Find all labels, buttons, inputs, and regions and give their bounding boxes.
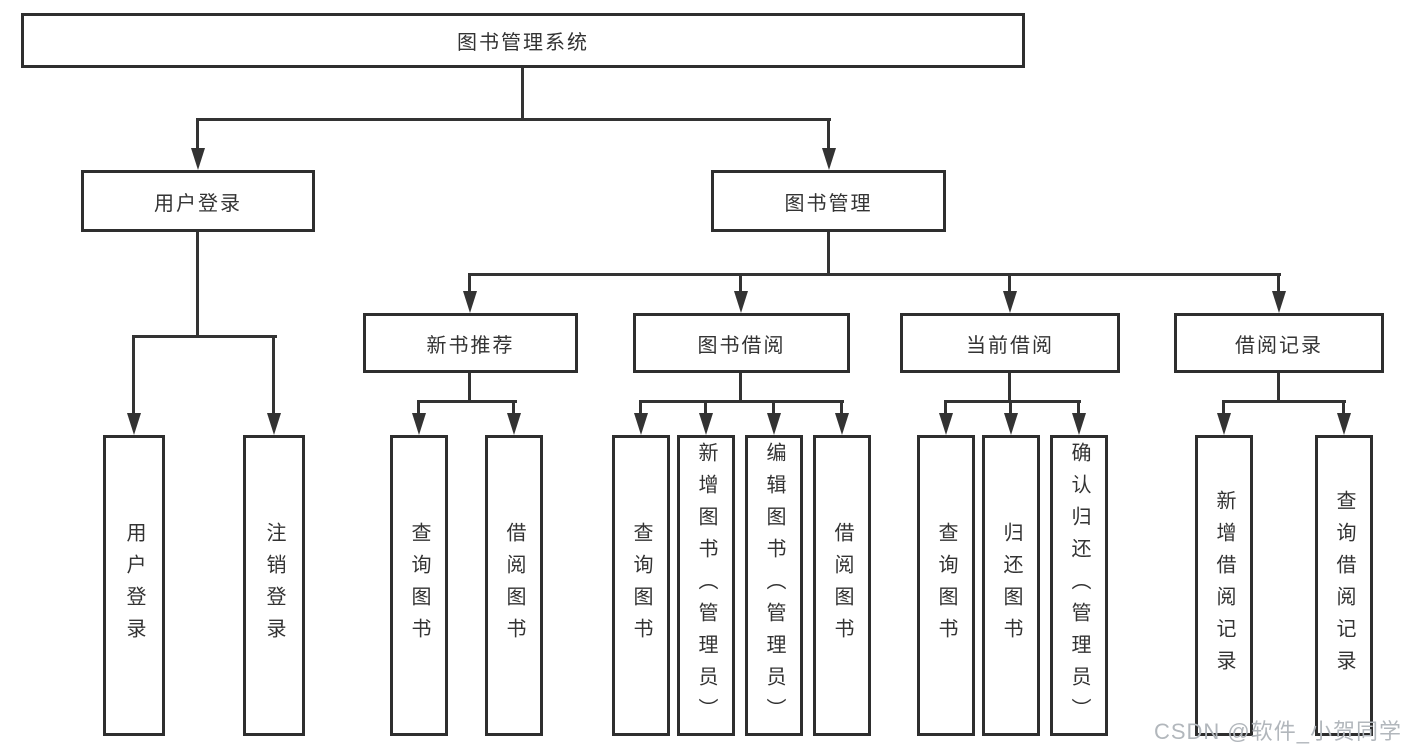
connector-bookmgmt-vline	[827, 229, 830, 276]
leaf-records-query-record: 查询借阅记录	[1315, 435, 1373, 736]
arrowhead-down-icon	[191, 148, 205, 170]
leaf-records-add-record: 新增借阅记录	[1195, 435, 1253, 736]
connector-current-leaf2-stem	[1009, 400, 1012, 416]
leaf-recommend-borrow-books: 借阅图书	[485, 435, 543, 736]
connector-current-hline	[944, 400, 1081, 403]
connector-records-vline	[1277, 370, 1280, 403]
leaf-user-login: 用户登录	[103, 435, 165, 736]
connector-records-stem	[1277, 273, 1280, 293]
connector-borrow-hline	[639, 400, 844, 403]
leaf-current-confirm-return-admin: 确认归还（管理员）	[1050, 435, 1108, 736]
connector-current-stem	[1008, 273, 1011, 293]
connector-bookmgmt-hline	[468, 273, 1281, 276]
leaf-borrow-query-books: 查询图书	[612, 435, 670, 736]
node-book-management: 图书管理	[711, 170, 946, 232]
arrowhead-down-icon	[127, 413, 141, 435]
connector-borrow-leaf4-stem	[840, 400, 843, 416]
node-current-borrow-label: 当前借阅	[966, 334, 1054, 357]
connector-current-leaf1-stem	[944, 400, 947, 416]
connector-userlogin-stem	[196, 118, 199, 152]
leaf-borrow-add-books-admin: 新增图书（管理员）	[677, 435, 735, 736]
leaf-current-query-books: 查询图书	[917, 435, 975, 736]
connector-userlogin-vline	[196, 229, 199, 338]
leaf-logout-label: 注销登录	[263, 521, 285, 650]
arrowhead-down-icon	[822, 148, 836, 170]
leaf-records-add-record-label: 新增借阅记录	[1213, 489, 1235, 682]
arrowhead-down-icon	[767, 413, 781, 435]
leaf-current-query-books-label: 查询图书	[935, 521, 957, 650]
arrowhead-down-icon	[634, 413, 648, 435]
connector-recommend-hline	[417, 400, 517, 403]
connector-userlogin-hline	[132, 335, 277, 338]
connector-borrow-stem	[739, 273, 742, 293]
connector-records-hline	[1222, 400, 1346, 403]
leaf-records-query-record-label: 查询借阅记录	[1333, 489, 1355, 682]
csdn-watermark: CSDN @软件_小贺同学	[1153, 719, 1402, 744]
arrowhead-down-icon	[1217, 413, 1231, 435]
node-borrow-records: 借阅记录	[1174, 313, 1384, 373]
connector-borrow-leaf3-stem	[772, 400, 775, 416]
arrowhead-down-icon	[699, 413, 713, 435]
leaf-borrow-borrow-books: 借阅图书	[813, 435, 871, 736]
arrowhead-down-icon	[734, 291, 748, 313]
connector-recommend-stem	[468, 273, 471, 293]
connector-recommend-leaf2-stem	[512, 400, 515, 416]
arrowhead-down-icon	[412, 413, 426, 435]
arrowhead-down-icon	[1003, 291, 1017, 313]
node-book-borrow-label: 图书借阅	[697, 334, 786, 357]
arrowhead-down-icon	[267, 413, 281, 435]
leaf-logout: 注销登录	[243, 435, 305, 736]
connector-records-leaf2-stem	[1342, 400, 1345, 416]
node-book-management-label: 图书管理	[784, 192, 873, 215]
leaf-borrow-edit-books-admin-label: 编辑图书（管理员）	[763, 441, 785, 730]
arrowhead-down-icon	[463, 291, 477, 313]
leaf-borrow-add-books-admin-label: 新增图书（管理员）	[695, 441, 717, 730]
connector-bookmgmt-stem	[827, 118, 830, 152]
connector-borrow-vline	[739, 370, 742, 403]
node-user-login: 用户登录	[81, 170, 315, 232]
leaf-current-confirm-return-admin-label: 确认归还（管理员）	[1068, 441, 1090, 730]
node-book-borrow: 图书借阅	[633, 313, 850, 373]
node-new-book-recommend: 新书推荐	[363, 313, 578, 373]
connector-recommend-vline	[468, 370, 471, 403]
connector-borrow-leaf2-stem	[704, 400, 707, 416]
connector-current-vline	[1008, 370, 1011, 403]
connector-recommend-leaf1-stem	[417, 400, 420, 416]
arrowhead-down-icon	[835, 413, 849, 435]
arrowhead-down-icon	[1337, 413, 1351, 435]
arrowhead-down-icon	[1004, 413, 1018, 435]
leaf-recommend-borrow-books-label: 借阅图书	[503, 521, 525, 650]
leaf-current-return-books: 归还图书	[982, 435, 1040, 736]
arrowhead-down-icon	[1272, 291, 1286, 313]
arrowhead-down-icon	[507, 413, 521, 435]
leaf-borrow-edit-books-admin: 编辑图书（管理员）	[745, 435, 803, 736]
leaf-user-login-label: 用户登录	[123, 521, 145, 650]
connector-borrow-leaf1-stem	[639, 400, 642, 416]
arrowhead-down-icon	[1072, 413, 1086, 435]
leaf-recommend-query-books: 查询图书	[390, 435, 448, 736]
connector-root-vline	[521, 67, 524, 121]
node-root-library-system: 图书管理系统	[21, 13, 1025, 68]
connector-root-hline	[196, 118, 831, 121]
connector-userlogin-leaf2-stem	[272, 335, 275, 415]
node-root-label: 图书管理系统	[457, 32, 589, 54]
node-user-login-label: 用户登录	[154, 192, 242, 215]
arrowhead-down-icon	[939, 413, 953, 435]
connector-current-leaf3-stem	[1077, 400, 1080, 416]
node-new-book-recommend-label: 新书推荐	[426, 334, 515, 357]
leaf-recommend-query-books-label: 查询图书	[408, 521, 430, 650]
connector-records-leaf1-stem	[1222, 400, 1225, 416]
leaf-borrow-query-books-label: 查询图书	[630, 521, 652, 650]
leaf-borrow-borrow-books-label: 借阅图书	[831, 521, 853, 650]
node-current-borrow: 当前借阅	[900, 313, 1120, 373]
leaf-current-return-books-label: 归还图书	[1000, 521, 1022, 650]
node-borrow-records-label: 借阅记录	[1235, 334, 1323, 357]
connector-userlogin-leaf1-stem	[132, 335, 135, 415]
